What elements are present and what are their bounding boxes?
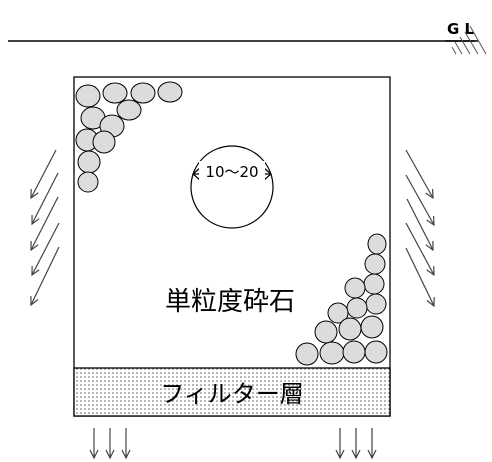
filter-layer-label: フィルター層 (160, 380, 304, 408)
material-label: 単粒度砕石 (165, 287, 295, 317)
arrows-bottom-left-downflow (94, 428, 126, 458)
stone-size-label: 10～20 (205, 163, 258, 181)
ground-hatch-symbol (451, 25, 487, 55)
filter-layer (73, 367, 391, 417)
stone-size-callout: 10～20 (190, 145, 274, 229)
stones-top-left (75, 81, 183, 193)
stones-bottom-right (295, 233, 388, 366)
ground-level-label: G L (447, 20, 475, 38)
arrows-left-outflow (31, 149, 60, 305)
arrows-right-outflow (405, 149, 434, 306)
arrows-bottom-right-downflow (340, 428, 372, 458)
